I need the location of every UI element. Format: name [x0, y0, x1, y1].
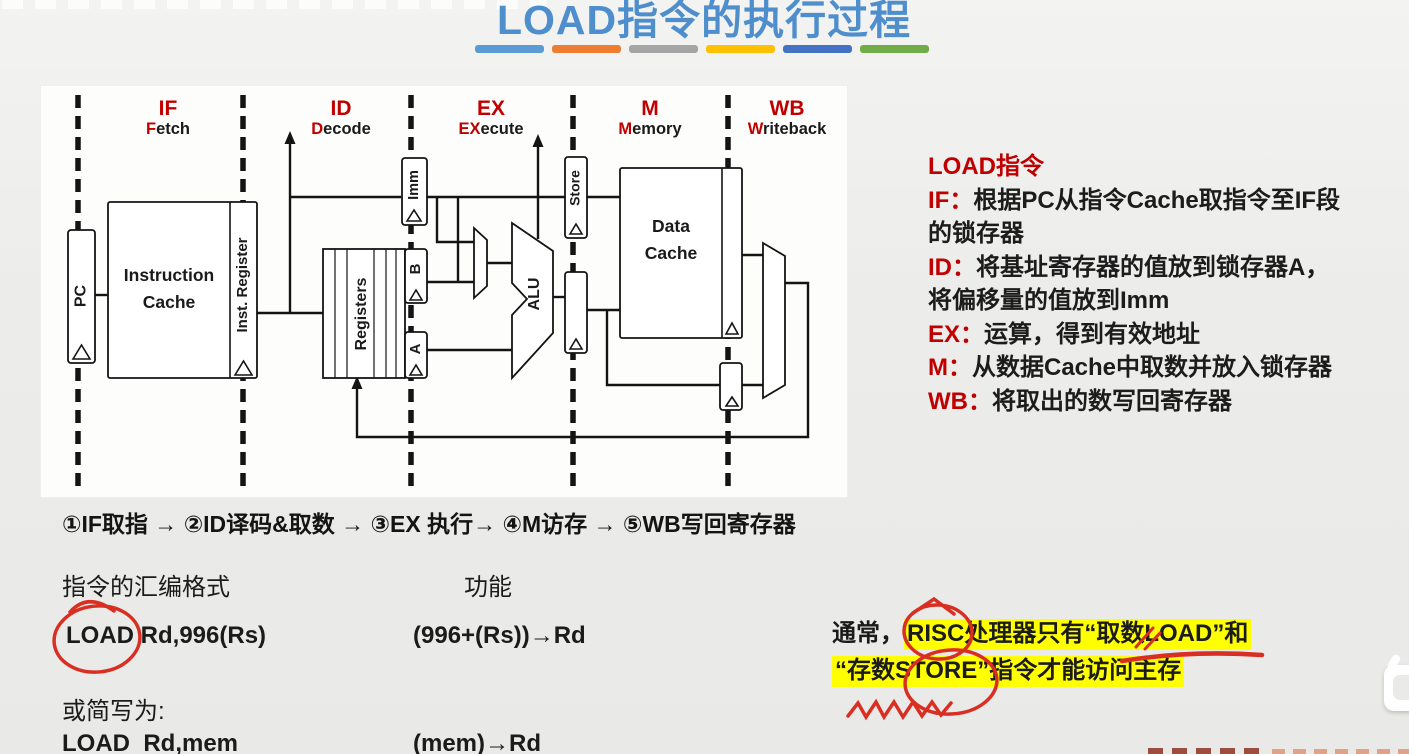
instruction-cache-label-line1: Instruction — [124, 265, 214, 285]
note-line2: “存数STORE”指令才能访问主存 — [832, 652, 1251, 689]
stage-id: ID — [331, 97, 352, 120]
stage-labels: IF Fetch ID Decode EX EXecute M Memory W… — [146, 97, 827, 138]
function-header: 功能 — [464, 574, 512, 601]
tv-logo-watermark — [1384, 653, 1409, 714]
arrow-writeback — [351, 376, 363, 389]
accent-bar — [783, 45, 852, 53]
alu-input-mux — [473, 225, 488, 301]
wire-arrowheads — [284, 131, 544, 389]
arrow-up-from-alu — [532, 134, 544, 147]
tv-logo-cutout — [1393, 675, 1409, 700]
accent-bar — [860, 45, 929, 53]
pipeline-steps-line: ①IF取指 → ②ID译码&取数 → ③EX 执行→ ④M访存 → ⑤WB写回寄… — [62, 511, 796, 537]
a-latch: A — [404, 331, 428, 379]
explanation-line: IF：根据PC从指令Cache取指令至IF段 — [928, 186, 1341, 214]
risc-note: 通常，RISC处理器只有“取数LOAD”和 “存数STORE”指令才能访问主存 — [832, 615, 1252, 689]
alt-label: 或简写为: — [62, 698, 165, 725]
b-label: B — [407, 263, 424, 274]
func-row1: (996+(Rs))→Rd — [413, 622, 586, 649]
instruction-cache-label-line2: Cache — [143, 292, 196, 312]
alu-out-latch — [564, 271, 588, 354]
explanation-block: LOAD指令 IF：根据PC从指令Cache取指令至IF段 的锁存器 ID：将基… — [928, 150, 1406, 418]
stage-tag: M： — [928, 354, 972, 381]
circle-around-load-tip — [68, 600, 116, 614]
explanation-heading: LOAD指令 — [928, 153, 1044, 180]
pc-latch: PC — [67, 229, 96, 364]
circle-around-risc-tip — [911, 596, 956, 616]
registers-label-band — [351, 251, 371, 376]
pipeline-diagram: PC Instruction Cache Inst. Register Imm — [40, 85, 848, 498]
cutoff-red-text-artifact — [1148, 748, 1268, 754]
stage-id-word: Decode — [311, 120, 371, 138]
alu-result-pass-latch — [719, 362, 743, 411]
stage-tag: WB： — [928, 387, 992, 415]
pc-label: PC — [73, 284, 90, 307]
stage-wb-word: Writeback — [748, 120, 827, 138]
clock-wedge — [71, 343, 92, 360]
explanation-line: WB：将取出的数写回寄存器 — [928, 387, 1232, 415]
registers-label: Registers — [353, 277, 370, 350]
store-label: Store — [567, 170, 583, 206]
datapath-wires — [95, 143, 810, 439]
writeback-mux — [762, 241, 786, 400]
store-latch: Store — [564, 156, 588, 239]
clock-wedge — [408, 288, 424, 301]
note-highlight1: RISC处理器只有“取数LOAD”和 — [904, 619, 1252, 650]
explanation-line: 的锁存器 — [928, 220, 1024, 247]
imm-label: Imm — [406, 170, 422, 200]
stage-tag: ID： — [928, 253, 976, 281]
inst-register-label: Inst. Register — [234, 237, 251, 332]
asm-format-header: 指令的汇编格式 — [62, 574, 230, 601]
explanation-line: M：从数据Cache中取数并放入锁存器 — [928, 354, 1333, 381]
data-cache-label-line1: Data — [652, 216, 690, 236]
explanation-line: 将偏移量的值放到Imm — [928, 287, 1170, 314]
note-prefix: 通常， — [832, 620, 904, 647]
clock-wedge — [568, 222, 584, 235]
stage-ex: EX — [477, 97, 505, 120]
stage-m: M — [641, 97, 659, 120]
accent-bar — [629, 45, 698, 53]
clock-wedge — [724, 395, 740, 407]
data-cache-label-line2: Cache — [645, 243, 698, 263]
explanation-line: EX：运算，得到有效地址 — [928, 320, 1201, 348]
a-label: A — [407, 343, 424, 354]
accent-bars — [475, 45, 929, 53]
data-cache-block: Data Cache — [619, 167, 743, 339]
imm-latch: Imm — [401, 157, 428, 226]
clock-wedge — [568, 337, 584, 350]
stage-if: IF — [159, 97, 178, 120]
stage-ex-word: EXecute — [458, 120, 523, 138]
accent-bar — [475, 45, 544, 53]
explanation-line: ID：将基址寄存器的值放到锁存器A， — [928, 253, 1330, 281]
asm-row2: LOAD Rd,mem — [62, 730, 239, 754]
clock-wedge — [408, 363, 424, 376]
clock-wedge — [405, 208, 423, 222]
accent-bar — [706, 45, 775, 53]
cutoff-red-text-artifact — [1272, 749, 1409, 754]
stage-tag: IF： — [928, 186, 974, 214]
page-title: LOAD指令的执行过程 — [497, 0, 912, 43]
func-row2: (mem)→Rd — [413, 730, 542, 754]
instruction-cache-block: Instruction Cache Inst. Register — [107, 201, 258, 379]
note-highlight2: “存数STORE”指令才能访问主存 — [832, 656, 1185, 687]
note-line1: 通常，RISC处理器只有“取数LOAD”和 — [832, 615, 1252, 652]
stage-wb: WB — [770, 97, 805, 120]
asm-row1: LOAD Rd,996(Rs) — [66, 622, 267, 649]
stage-tag: EX： — [928, 320, 985, 348]
stage-if-word: Fetch — [146, 120, 190, 138]
alu: ALU — [511, 221, 554, 381]
accent-bar — [552, 45, 621, 53]
alu-label: ALU — [526, 278, 543, 311]
clock-wedge — [724, 321, 740, 335]
stage-m-word: Memory — [618, 120, 682, 138]
clock-wedge — [233, 359, 254, 376]
top-edge-text-artifact — [2, 0, 547, 9]
register-file: Registers — [322, 248, 406, 379]
b-latch: B — [404, 248, 428, 304]
arrow-up-to-pc — [284, 131, 296, 144]
wavy-underline — [846, 698, 953, 721]
